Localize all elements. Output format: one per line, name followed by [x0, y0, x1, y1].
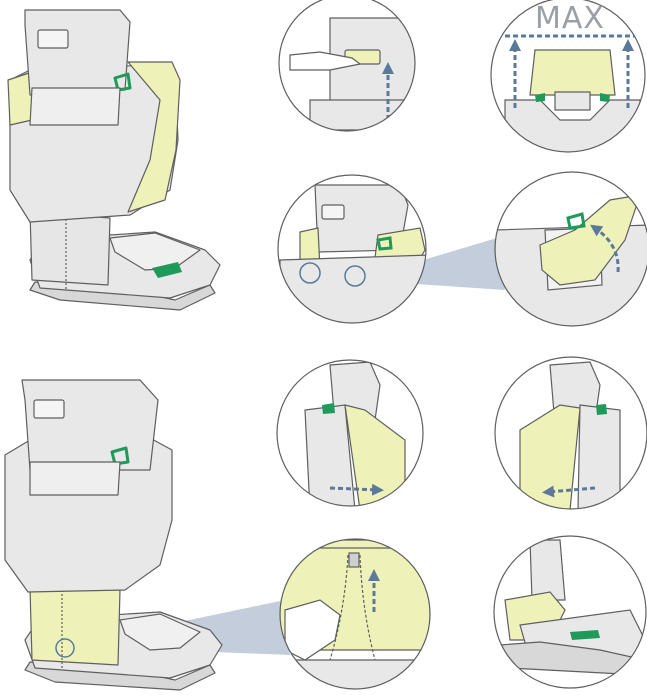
step-circle-wing-rotate	[495, 172, 647, 330]
step-circle-wings	[278, 175, 430, 330]
max-label: MAX	[535, 1, 605, 36]
step-circle-headrest-lift	[279, 0, 430, 131]
step-circle-side-right	[277, 360, 423, 510]
seat-illustration-bottom	[5, 380, 222, 690]
step-circle-zipper	[280, 539, 430, 695]
step-circle-headrest-max: MAX	[491, 0, 645, 160]
step-circle-side-left	[495, 357, 647, 510]
step-circle-base	[494, 536, 646, 688]
seat-illustration-top	[8, 10, 220, 310]
